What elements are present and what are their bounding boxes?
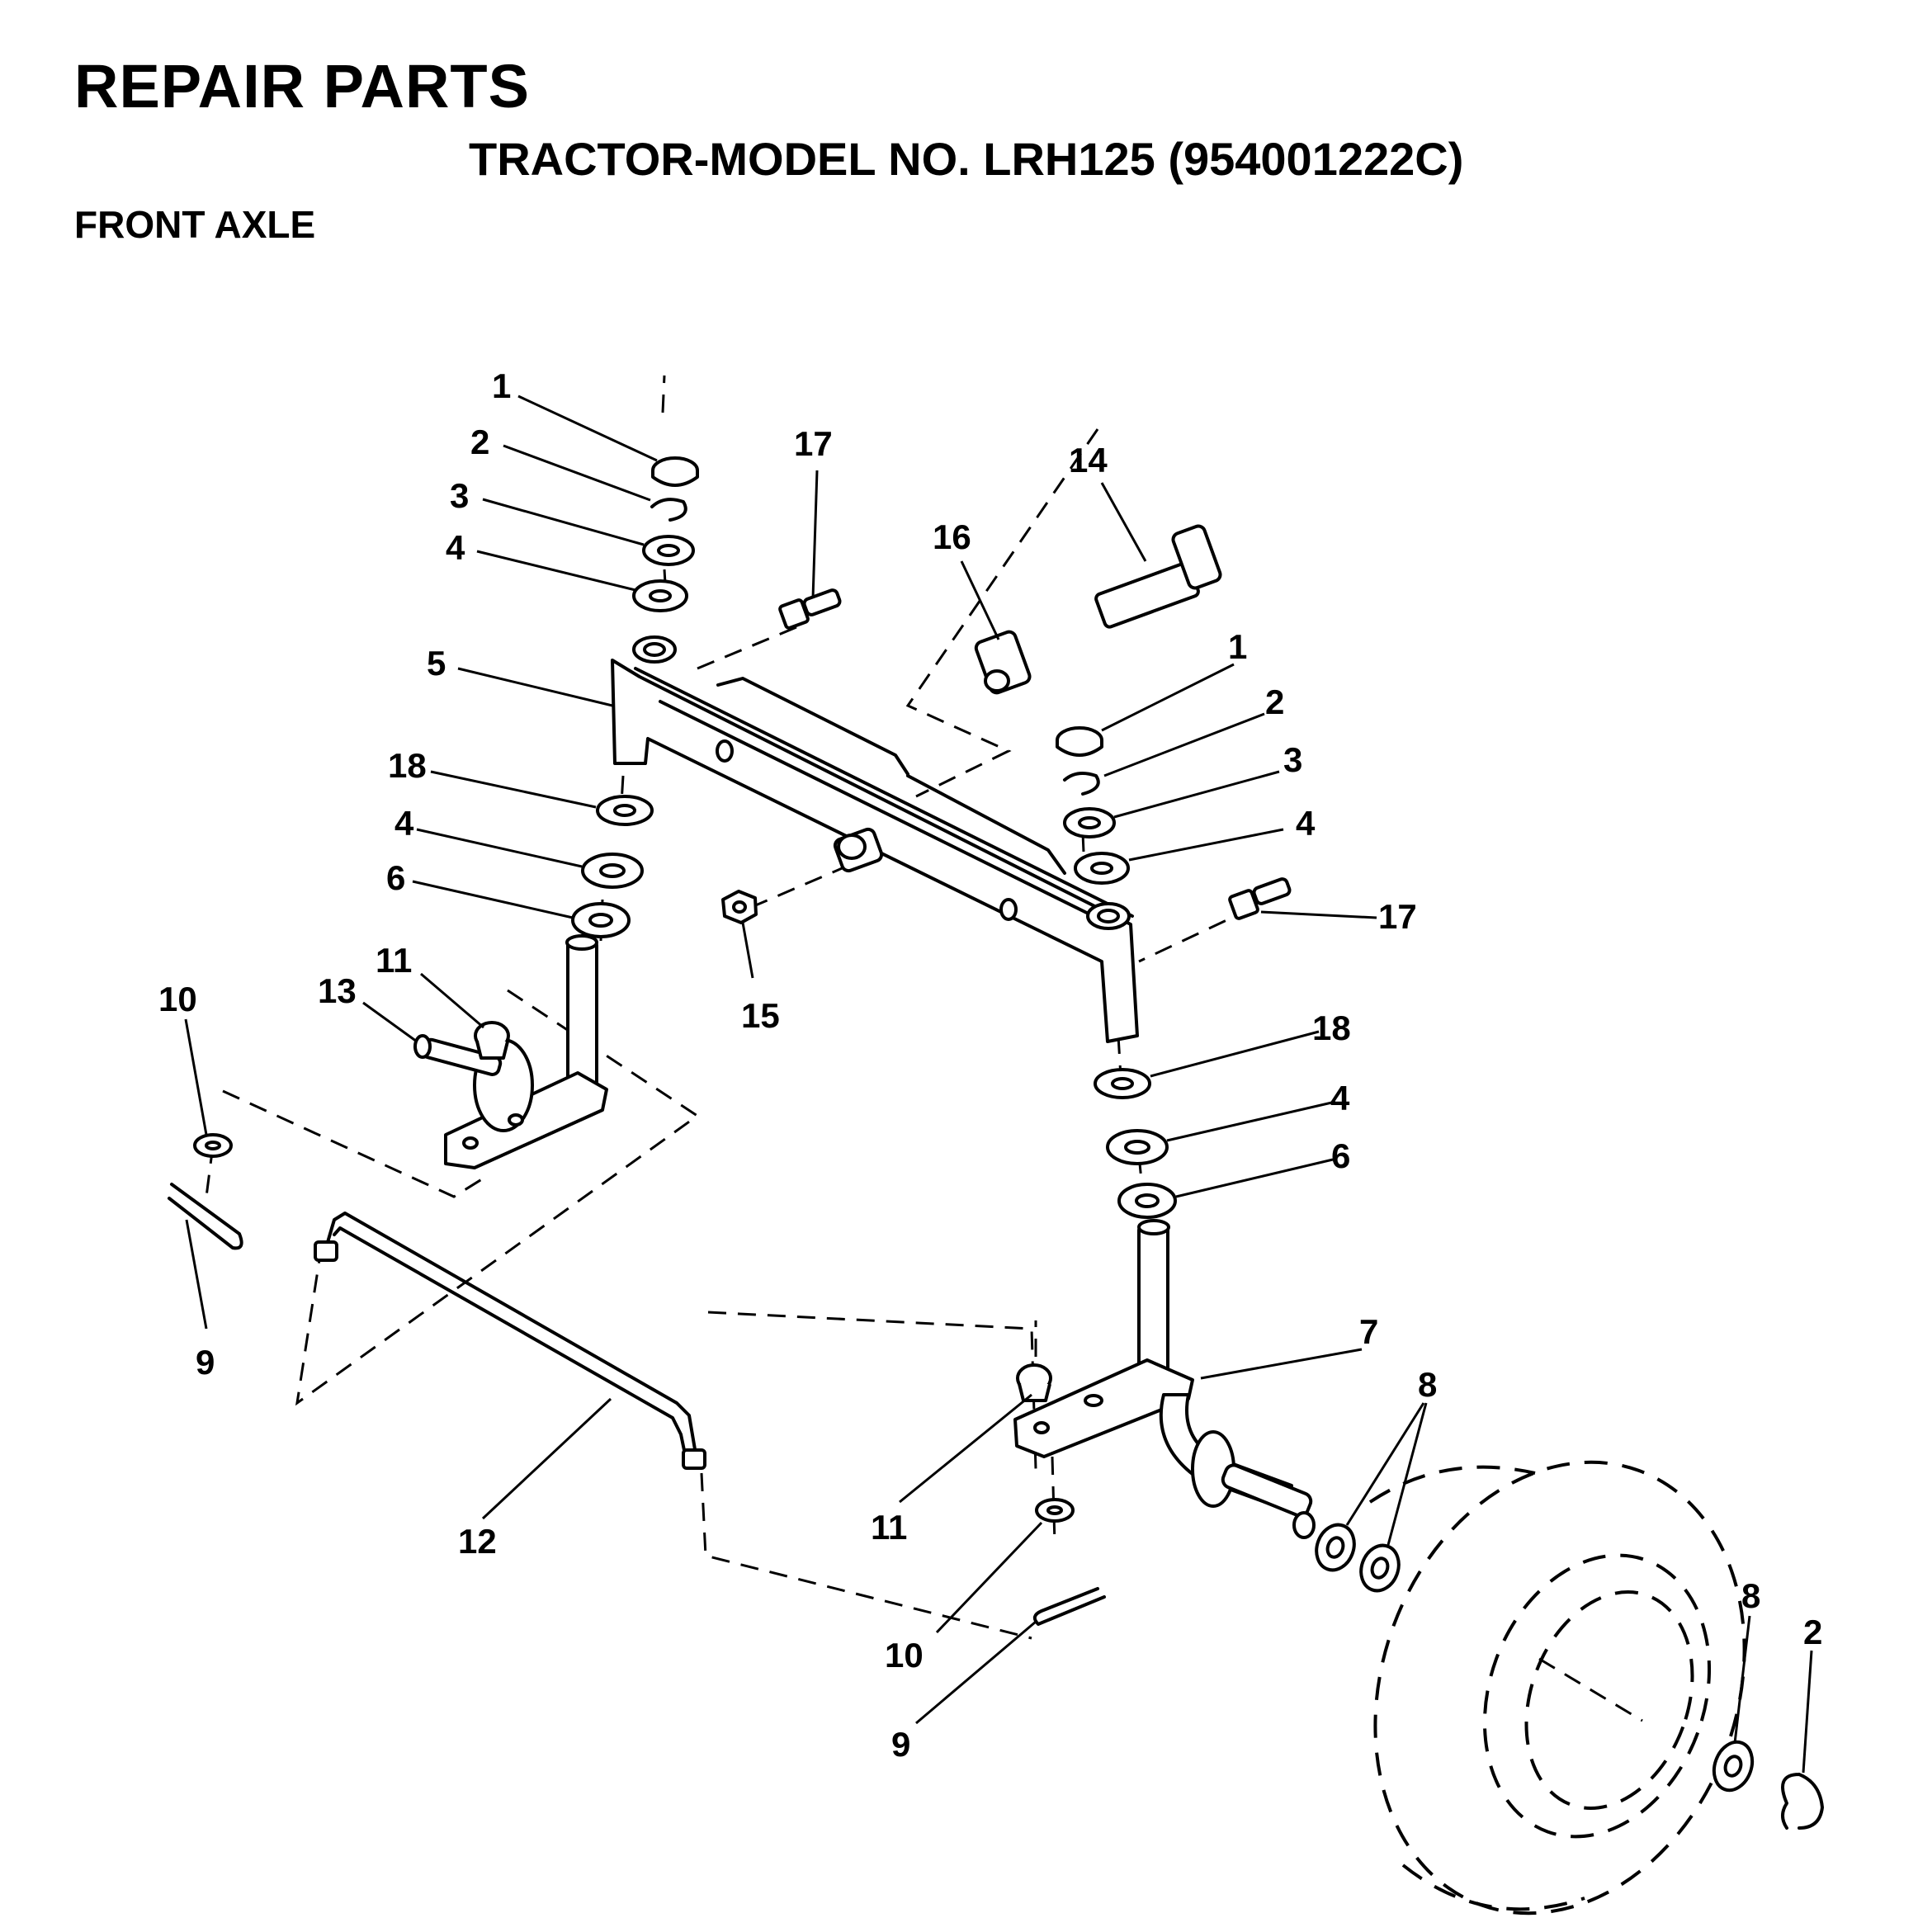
- callout-7: 7: [1359, 1312, 1378, 1351]
- callout-11: 11: [871, 1508, 907, 1547]
- callout-4: 4: [1330, 1079, 1350, 1117]
- section-heading: FRONT AXLE: [74, 203, 316, 246]
- axle-beam: [611, 635, 1139, 1043]
- callout-8: 8: [1741, 1576, 1760, 1615]
- callout-17: 17: [1378, 897, 1417, 936]
- callout-1: 1: [492, 366, 511, 405]
- small-parts: [168, 456, 1824, 1830]
- callout-4: 4: [446, 528, 465, 567]
- leader-lines: [184, 394, 1813, 1774]
- callout-3: 3: [450, 476, 469, 515]
- callout-6: 6: [1331, 1136, 1350, 1175]
- callout-17: 17: [794, 424, 833, 463]
- callout-10: 10: [885, 1636, 924, 1675]
- callout-10: 10: [158, 980, 197, 1018]
- callout-13: 13: [318, 971, 357, 1010]
- right-spindle: [1013, 1219, 1316, 1539]
- callout-9: 9: [196, 1343, 215, 1382]
- callout-2: 2: [1803, 1613, 1822, 1651]
- callout-9: 9: [891, 1725, 910, 1764]
- model-subtitle: TRACTOR-MODEL NO. LRH125 (954001222C): [469, 133, 1464, 185]
- callout-3: 3: [1283, 740, 1302, 779]
- page-title: REPAIR PARTS: [74, 52, 530, 120]
- callout-8: 8: [1418, 1365, 1437, 1404]
- callout-18: 18: [388, 746, 427, 785]
- callout-18: 18: [1312, 1009, 1351, 1047]
- callout-16: 16: [933, 517, 971, 556]
- left-spindle: [413, 934, 608, 1169]
- callout-labels: 1 2 3 4 5 18 4 6 17 14 16 1 2 3 4 17 15 …: [158, 366, 1822, 1764]
- callout-1: 1: [1228, 627, 1247, 666]
- front-wheel-outline: [1368, 1460, 1746, 1915]
- callout-14: 14: [1069, 441, 1108, 479]
- callout-2: 2: [1265, 683, 1284, 721]
- callout-2: 2: [470, 423, 489, 461]
- callout-11: 11: [376, 941, 412, 980]
- callout-5: 5: [427, 644, 446, 683]
- callout-6: 6: [386, 858, 405, 897]
- callout-15: 15: [741, 996, 780, 1035]
- tie-rod: [314, 1212, 706, 1470]
- callout-4: 4: [394, 804, 414, 843]
- callout-12: 12: [458, 1522, 497, 1561]
- callout-4: 4: [1296, 804, 1316, 843]
